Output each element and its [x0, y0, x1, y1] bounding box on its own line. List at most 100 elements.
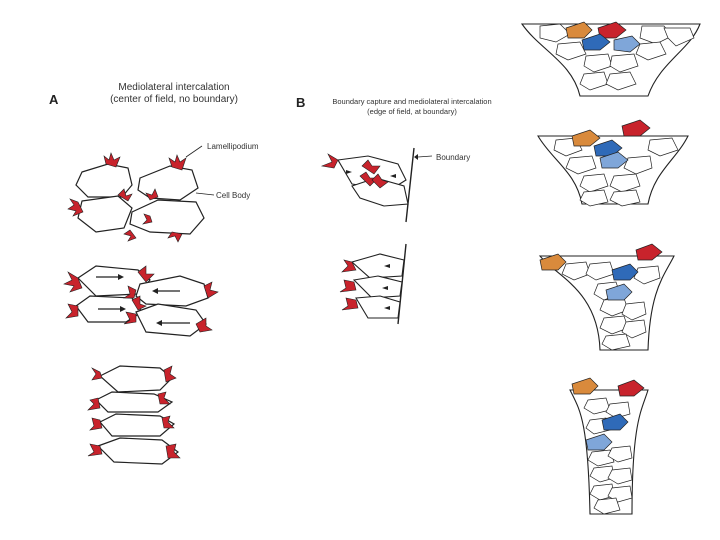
lamellipodium — [65, 303, 79, 319]
blue-light-cell — [585, 433, 613, 451]
cell — [561, 261, 591, 281]
panel-a-title-line1: Mediolateral intercalation — [118, 82, 230, 93]
lamellipodium — [117, 188, 133, 202]
lamellipodium — [167, 231, 183, 243]
lamellipodium — [168, 154, 187, 171]
lamellipodium — [165, 443, 181, 459]
lamellipodium — [195, 317, 213, 333]
lamellipodium — [131, 295, 147, 311]
cell — [585, 261, 615, 281]
orange-cell — [539, 253, 567, 271]
lamellipodium — [145, 188, 159, 201]
lamellipodium — [123, 229, 137, 242]
lamellipodium — [103, 152, 121, 168]
lamellipodium — [339, 279, 357, 293]
cell — [621, 301, 647, 321]
cell — [607, 467, 633, 485]
cell — [539, 23, 571, 43]
label-boundary: Boundary — [436, 153, 471, 162]
lamellipodium — [361, 159, 381, 175]
red-cell — [617, 379, 645, 397]
lamellipodium — [63, 271, 83, 293]
blue-light-cell — [599, 151, 629, 169]
cell — [555, 41, 587, 61]
orange-cell — [565, 21, 593, 39]
panel-a-letter: A — [49, 92, 59, 107]
panel-a-title-line2: (center of field, no boundary) — [110, 94, 238, 105]
cell — [605, 401, 631, 419]
cell — [621, 319, 647, 339]
cell — [609, 53, 639, 73]
panel-b-title: Boundary capture and mediolateral interc… — [312, 97, 512, 117]
blue-dark-cell — [611, 263, 639, 281]
cell — [593, 497, 621, 515]
blue-light-cell — [613, 35, 641, 53]
lamellipodium — [89, 417, 103, 431]
arrowhead — [120, 306, 126, 312]
panel-b-letter: B — [296, 95, 306, 110]
panel-b-title-line2: (edge of field, at boundary) — [367, 107, 457, 116]
cell — [647, 137, 679, 157]
lamellipodium — [320, 153, 339, 169]
cell — [565, 155, 597, 175]
blue-light-cell — [605, 283, 633, 301]
lamellipodium — [341, 297, 359, 311]
panel-a-title: Mediolateral intercalation (center of fi… — [74, 82, 274, 106]
blue-dark-cell — [601, 413, 629, 431]
cell — [633, 265, 661, 285]
boundary-line — [405, 147, 415, 223]
lamellipodium — [161, 415, 175, 429]
cell — [94, 391, 174, 413]
cell — [129, 199, 205, 235]
cell — [587, 449, 615, 467]
red-cell — [635, 243, 663, 261]
lamellipodium — [371, 173, 389, 189]
arrowhead — [118, 274, 124, 280]
cell — [579, 71, 609, 91]
cell — [607, 445, 633, 463]
cell — [583, 397, 611, 415]
cell — [579, 173, 609, 193]
cell — [579, 189, 609, 207]
lamellipodium — [157, 391, 171, 405]
cell — [609, 173, 641, 193]
lamellipodium — [163, 365, 177, 383]
cell — [639, 25, 673, 45]
lamellipodium — [341, 259, 357, 273]
lamellipodium — [67, 198, 84, 217]
orange-cell — [571, 129, 601, 147]
arrowhead — [156, 320, 162, 326]
cell — [605, 71, 637, 91]
arrowhead — [152, 288, 158, 294]
cell — [355, 295, 401, 319]
cell — [99, 413, 176, 437]
panel-b-title-line1: Boundary capture and mediolateral interc… — [332, 97, 492, 106]
cell — [77, 195, 133, 233]
lamellipodium — [87, 397, 101, 411]
lamellipodium — [203, 281, 219, 299]
red-cell — [621, 119, 651, 137]
cell — [663, 27, 695, 47]
label-lamellipodium: Lamellipodium — [207, 142, 259, 151]
lamellipodium — [91, 367, 103, 381]
cell — [96, 437, 179, 465]
cell — [635, 41, 667, 61]
lamellipodium — [123, 285, 137, 299]
blue-dark-cell — [581, 33, 611, 51]
lamellipodium — [87, 443, 103, 457]
cell — [609, 189, 641, 207]
cell — [599, 315, 629, 335]
cell — [352, 275, 403, 299]
lamellipodium — [137, 265, 155, 283]
cell — [583, 53, 613, 73]
orange-cell — [571, 377, 599, 395]
